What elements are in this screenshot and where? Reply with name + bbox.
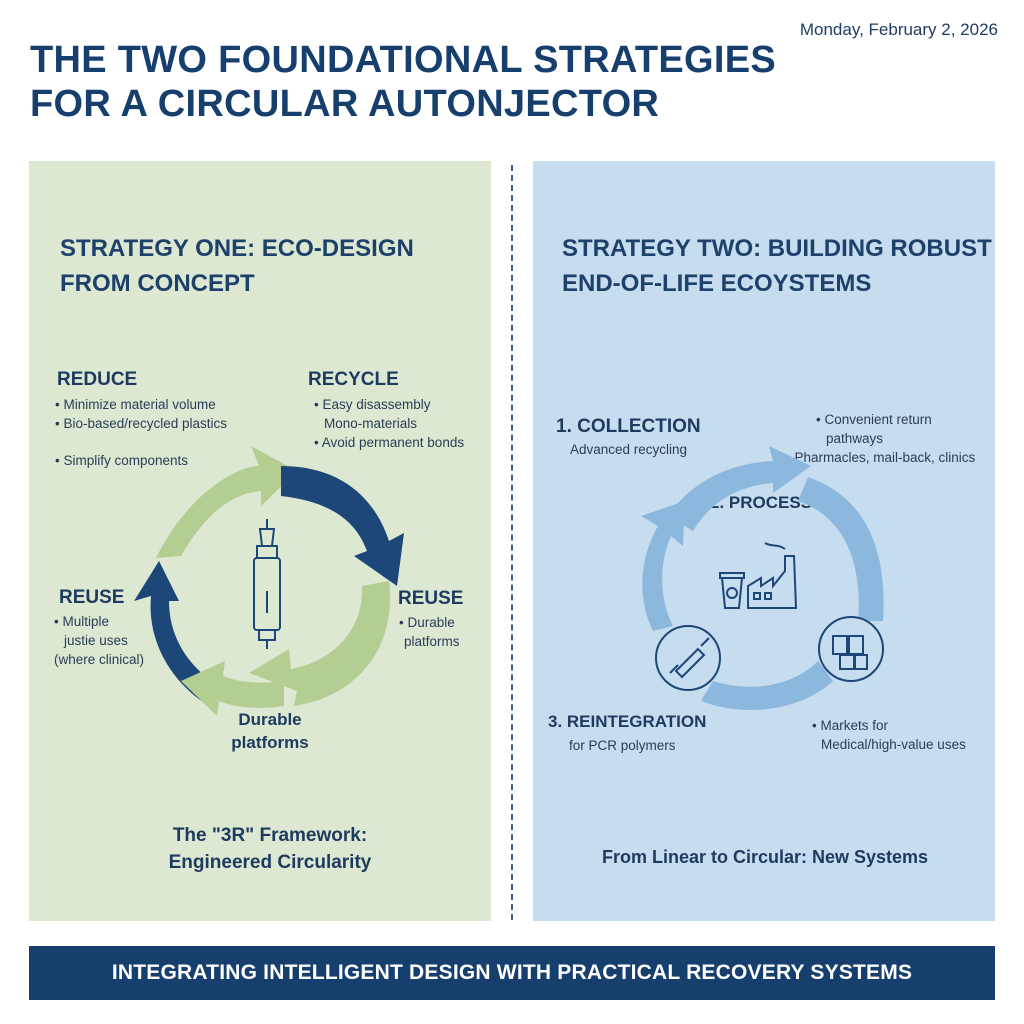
strategy-two-title: STRATEGY TWO: BUILDING ROBUST END-OF-LIF… bbox=[562, 231, 992, 301]
page-title: THE TWO FOUNDATIONAL STRATEGIES FOR A CI… bbox=[30, 38, 776, 126]
recycle-arrow bbox=[281, 466, 404, 586]
durable-platforms-line-2: platforms bbox=[231, 733, 309, 752]
reuse-left-label: REUSE bbox=[59, 587, 125, 608]
recycle-label: RECYCLE bbox=[308, 369, 399, 390]
date-label: Monday, February 2, 2026 bbox=[799, 20, 998, 39]
reuse-right-item: • Durable bbox=[399, 615, 455, 630]
reuse-left-arrow bbox=[134, 561, 219, 706]
ecosystem-cycle-diagram bbox=[641, 446, 884, 711]
durable-platforms-label: Durable platforms bbox=[210, 708, 330, 754]
strategy-two-title-line-1: STRATEGY TWO: BUILDING ROBUST bbox=[562, 235, 992, 262]
reuse-right-list: • Durable platforms bbox=[399, 613, 460, 651]
strategy-one-footer: The "3R" Framework: Engineered Circulari… bbox=[130, 822, 410, 876]
three-r-cycle-diagram bbox=[134, 446, 404, 716]
markets-note: Medical/high-value uses bbox=[821, 737, 966, 752]
markets-note: • Markets for bbox=[812, 718, 888, 733]
reuse-left-item: • Multiple bbox=[54, 614, 109, 629]
reuse-left-list: • Multiple justie uses (where clinical) bbox=[54, 612, 144, 669]
reduce-label: REDUCE bbox=[57, 369, 138, 390]
recycling-bin-icon bbox=[719, 572, 745, 609]
recycle-item: • Easy disassembly bbox=[314, 397, 431, 412]
reuse-right-item: platforms bbox=[404, 634, 460, 649]
reuse-left-item: (where clinical) bbox=[54, 652, 145, 667]
strategy-one-footer-line-1: The "3R" Framework: bbox=[172, 825, 368, 846]
return-note: • Convenient return bbox=[816, 412, 932, 427]
reduce-extra-item: • Simplify components bbox=[55, 453, 189, 468]
bottom-banner: INTEGRATING INTELLIGENT DESIGN WITH PRAC… bbox=[29, 946, 995, 1000]
strategy-two-panel bbox=[533, 161, 995, 921]
reintegration-label: 3. REINTEGRATION bbox=[548, 712, 707, 731]
autoinjector-icon bbox=[253, 519, 281, 649]
page-title-line-1: THE TWO FOUNDATIONAL STRATEGIES bbox=[30, 39, 777, 81]
return-note: pathways bbox=[826, 431, 884, 446]
strategy-one-title: STRATEGY ONE: ECO-DESIGN FROM CONCEPT bbox=[60, 231, 414, 301]
page-title-line-2: FOR A CIRCULAR AUTONJECTOR bbox=[30, 83, 660, 125]
reduce-item: • Bio-based/recycled plastics bbox=[55, 416, 228, 431]
recycle-list: • Easy disassembly Mono-materials • Avoi… bbox=[314, 395, 464, 452]
reintegration-arrow bbox=[701, 661, 833, 711]
recycle-item: Mono-materials bbox=[324, 416, 418, 431]
processing-arrow bbox=[798, 477, 884, 621]
strategy-one-panel bbox=[29, 161, 491, 921]
autoinjector-icon bbox=[655, 625, 721, 691]
return-notes: • Convenient return pathways • Pharmacle… bbox=[786, 410, 975, 467]
collection-label: 1. COLLECTION bbox=[556, 416, 701, 437]
strategy-two-title-line-2: END-OF-LIFE ECOYSTEMS bbox=[562, 270, 872, 297]
durable-arrow bbox=[181, 661, 284, 716]
strategy-one-title-line-2: FROM CONCEPT bbox=[60, 270, 255, 297]
reuse-left-item: justie uses bbox=[64, 633, 128, 648]
reuse-right-arrow bbox=[249, 581, 391, 706]
collection-sub: Advanced recycling bbox=[570, 442, 688, 457]
strategy-two-footer: From Linear to Circular: New Systems bbox=[601, 847, 929, 867]
return-note: • Pharmacles, mail-back, clinics bbox=[786, 450, 976, 465]
recycle-item: • Avoid permanent bonds bbox=[314, 435, 465, 450]
products-icon bbox=[818, 616, 884, 682]
strategy-one-title-line-1: STRATEGY ONE: ECO-DESIGN bbox=[60, 235, 414, 262]
panel-divider bbox=[511, 165, 513, 920]
markets-notes: • Markets for Medical/high-value uses bbox=[812, 716, 966, 754]
factory-icon bbox=[747, 542, 798, 609]
return-arrow bbox=[641, 501, 685, 631]
reintegration-sub: for PCR polymers bbox=[569, 738, 676, 753]
reduce-list: • Minimize material volume • Bio-based/r… bbox=[55, 395, 227, 433]
reduce-arrow bbox=[156, 446, 297, 558]
reduce-item: • Minimize material volume bbox=[55, 397, 216, 412]
collection-arrow bbox=[668, 446, 811, 531]
strategy-one-footer-line-2: Engineered Circularity bbox=[168, 852, 372, 873]
reuse-right-label: REUSE bbox=[398, 588, 464, 609]
durable-platforms-line-1: Durable bbox=[238, 710, 302, 729]
